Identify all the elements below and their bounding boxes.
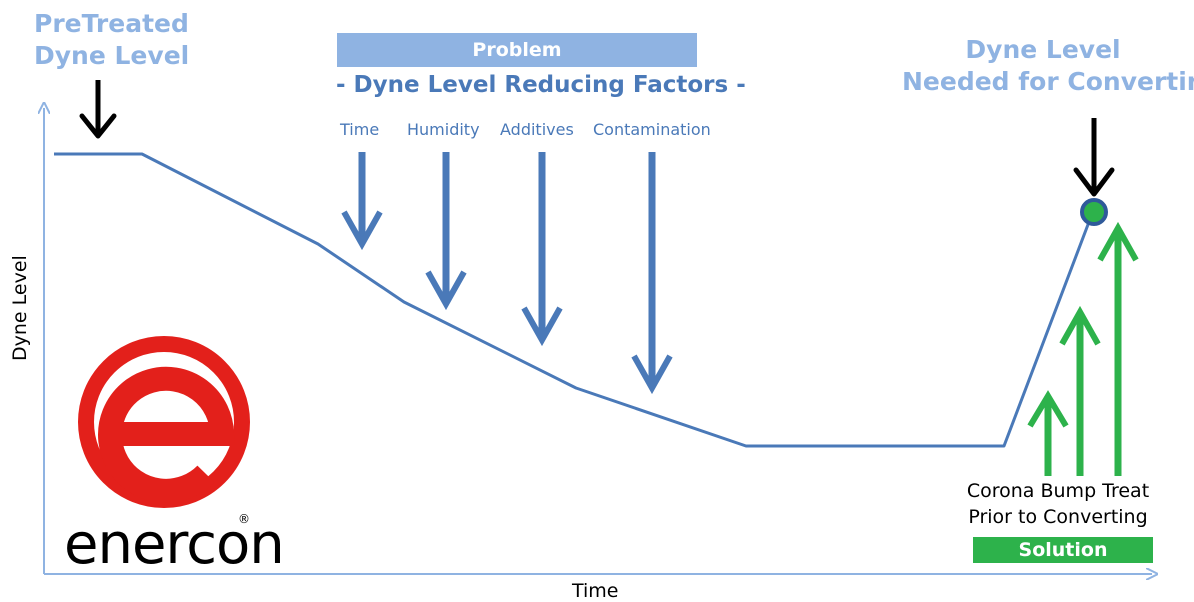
humidity-factor-arrow-icon (425, 152, 467, 311)
additives-factor-arrow-icon (521, 152, 563, 347)
enercon-wordmark: enercon (64, 512, 285, 577)
factor-label-contamination: Contamination (593, 120, 711, 139)
solution-description: Corona Bump Treat Prior to Converting (962, 478, 1154, 530)
problem-subtitle: - Dyne Level Reducing Factors - (336, 72, 746, 98)
pretreated-label-line2: Dyne Level (34, 41, 190, 70)
solution-line1: Corona Bump Treat (966, 480, 1150, 502)
pretreated-arrow-icon (79, 80, 117, 139)
target-dyne-point (1080, 198, 1108, 226)
pretreated-label: PreTreated Dyne Level (34, 8, 189, 72)
needed-level-label: Dyne Level Needed for Converting (902, 34, 1194, 98)
y-axis-label: Dyne Level (9, 255, 31, 361)
x-axis-label: Time (572, 580, 619, 602)
factor-label-humidity: Humidity (407, 120, 480, 139)
problem-banner: Problem (337, 33, 697, 67)
registered-mark: ® (238, 512, 250, 526)
dyne-level-curve (54, 152, 1094, 448)
contamination-factor-arrow-icon (631, 152, 673, 395)
needed-level-arrow-icon (1073, 118, 1115, 197)
pretreated-label-line1: PreTreated (34, 9, 189, 38)
time-factor-arrow-icon (341, 152, 383, 251)
needed-level-label-line2: Needed for Converting (902, 67, 1194, 96)
bump-treat-arrow-icon-3 (1097, 221, 1139, 476)
needed-level-label-line1: Dyne Level (965, 35, 1121, 64)
enercon-logo-icon (78, 336, 250, 508)
factor-label-time: Time (340, 120, 380, 139)
bump-treat-arrow-icon-1 (1027, 390, 1069, 476)
factor-label-additives: Additives (500, 120, 574, 139)
solution-banner: Solution (973, 537, 1153, 563)
bump-treat-arrow-icon-2 (1059, 305, 1101, 476)
solution-line2: Prior to Converting (968, 506, 1148, 528)
